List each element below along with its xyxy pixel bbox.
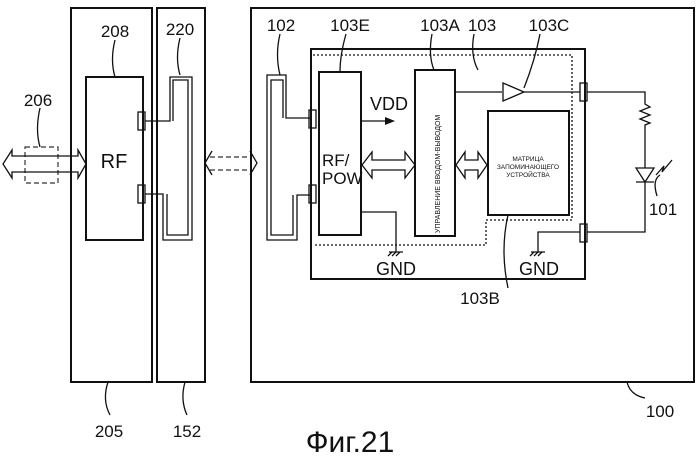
arrow-head-icon	[385, 117, 395, 125]
ref-103B: 103B	[460, 289, 500, 308]
ref-103C: 103C	[529, 16, 570, 35]
figure-title: Фиг.21	[306, 426, 395, 459]
gnd-label: GND	[376, 259, 416, 279]
rf-label: RF	[101, 151, 128, 173]
chip-inner-boundary	[313, 55, 572, 245]
ref-102: 102	[267, 16, 295, 35]
ref-101: 101	[649, 200, 677, 219]
ref-152: 152	[173, 422, 201, 441]
gnd-label: GND	[519, 259, 559, 279]
antenna-102	[267, 75, 312, 240]
ref-220: 220	[166, 20, 194, 39]
device-box-100	[251, 8, 694, 382]
ref-208: 208	[101, 22, 129, 41]
ref-103: 103	[468, 16, 496, 35]
memory-label: МАТРИЦА	[512, 156, 544, 163]
ref-205: 205	[95, 422, 123, 441]
ground-icon	[530, 232, 580, 256]
rfpow-label: POW	[322, 169, 363, 188]
rfpow-label: RF/	[322, 151, 350, 170]
interface-206-box	[25, 147, 58, 183]
ref-100: 100	[646, 402, 674, 421]
leader-lines	[38, 34, 661, 415]
wireless-link-arrow	[205, 151, 257, 175]
vdd-label: VDD	[370, 94, 408, 114]
ground-icon	[361, 212, 403, 256]
double-arrow-icon	[3, 150, 86, 178]
led-101-icon	[587, 160, 672, 232]
antenna-board-152	[157, 8, 205, 382]
memory-label: ЗАПОМИНАЮЩЕГО	[497, 164, 559, 171]
amplifier-icon	[503, 83, 524, 101]
double-arrow-icon	[456, 152, 487, 178]
ref-103A: 103A	[420, 16, 460, 35]
io-control-label: УПРАВЛЕНИЕ ВВОДОМ-ВЫВОДОМ	[435, 115, 442, 233]
memory-array-block-103B	[488, 111, 569, 215]
ref-206: 206	[24, 91, 52, 110]
reader-box-205	[71, 8, 152, 382]
ref-103E: 103E	[330, 16, 370, 35]
double-arrow-icon	[362, 152, 415, 178]
memory-label: УСТРОЙСТВА	[506, 170, 550, 179]
